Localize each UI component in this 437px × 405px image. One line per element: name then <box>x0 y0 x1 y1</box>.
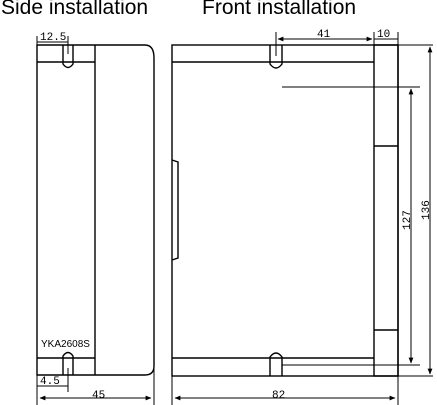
front-hole-pitch-label: 127 <box>402 210 414 230</box>
front-view-heatsink-strip <box>373 44 399 377</box>
side-slot-offset-label: 12.5 <box>40 32 66 44</box>
side-bottom-slot-label: 4.5 <box>40 376 60 388</box>
front-view-left-notch <box>171 159 179 261</box>
side-depth-label: 45 <box>92 390 105 402</box>
side-view-dimensions <box>36 36 155 405</box>
side-view-outline <box>36 44 155 376</box>
model-label: YKA2608S <box>41 339 90 350</box>
side-installation-caption: Side installation <box>1 0 149 19</box>
side-view-top-slot <box>62 45 74 69</box>
side-view-bottom-slot <box>62 351 74 375</box>
front-flange-label: 10 <box>377 29 390 41</box>
front-slot-offset-label: 41 <box>317 29 331 41</box>
front-height-label: 136 <box>421 200 433 220</box>
front-view <box>171 44 399 377</box>
front-view-outline <box>171 44 399 377</box>
front-width-label: 82 <box>272 390 285 402</box>
side-view <box>36 44 155 376</box>
front-view-bottom-mounting-slot <box>269 352 283 376</box>
front-view-dimensions <box>171 32 433 405</box>
front-installation-caption: Front installation <box>202 0 357 19</box>
front-view-top-mounting-slot <box>269 45 283 69</box>
